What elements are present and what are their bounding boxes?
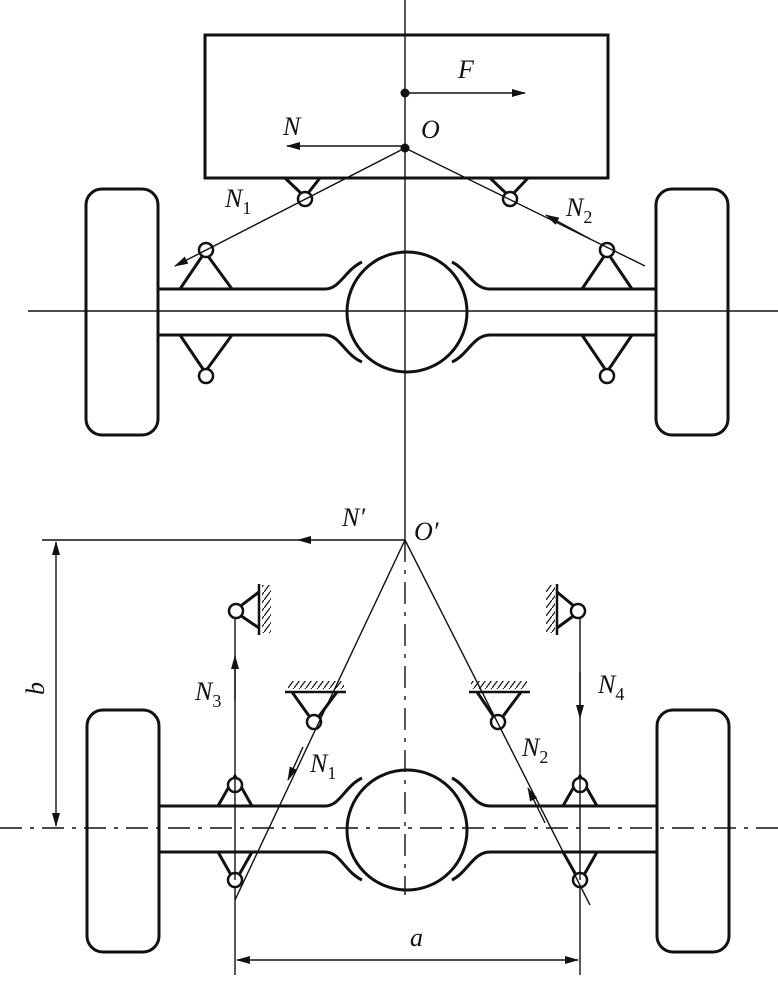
left-outer-support-pivot — [227, 602, 245, 620]
left-axle-bracket-down — [178, 334, 234, 375]
axle-housing-top — [158, 260, 656, 364]
label-n1-lower: N1 — [309, 749, 336, 783]
link-line-n1-lower — [234, 539, 406, 901]
label-a: a — [410, 923, 423, 952]
link-line-n2-lower — [404, 539, 591, 906]
right-outer-support-hatch — [546, 585, 555, 633]
label-n2-lower: N2 — [521, 733, 548, 767]
arrow-n2 — [545, 214, 591, 240]
link-line-n2 — [404, 147, 646, 267]
link-line-n1 — [174, 147, 406, 267]
left-outer-support-hatch — [262, 585, 271, 633]
right-axle-bracket-down — [580, 334, 634, 375]
vehicle-body — [203, 33, 610, 180]
axle-housing-bottom — [159, 776, 657, 882]
differential-top — [345, 250, 469, 374]
left-axle-pivot-bottom — [197, 367, 215, 385]
right-wheel-top — [654, 187, 730, 437]
label-o-prime: O′ — [414, 517, 439, 546]
label-o: O — [421, 115, 440, 144]
bottom-view: N′ O′ N3 N4 N1 N2 a b — [0, 503, 778, 975]
top-view: F N O N1 N2 — [28, 33, 778, 437]
label-n1: N1 — [224, 184, 251, 218]
arrow-n1-lower — [287, 746, 304, 781]
right-outer-support-pivot — [569, 602, 587, 620]
right-inner-support-hatch — [471, 681, 527, 689]
label-n2: N2 — [565, 193, 592, 227]
label-n: N — [282, 112, 302, 141]
label-b: b — [21, 682, 50, 695]
right-wheel-bottom — [655, 708, 731, 954]
label-n3: N3 — [194, 677, 221, 711]
point-o — [400, 143, 410, 153]
label-n-prime: N′ — [341, 503, 365, 532]
left-wheel-top — [84, 187, 160, 437]
differential-bottom — [345, 768, 469, 892]
label-n4: N4 — [597, 670, 624, 704]
right-axle-pivot-bottom — [598, 367, 616, 385]
left-wheel-bottom — [85, 708, 161, 954]
left-inner-support-hatch — [288, 681, 344, 689]
arrow-n2-lower — [527, 787, 546, 824]
label-f: F — [457, 55, 475, 84]
